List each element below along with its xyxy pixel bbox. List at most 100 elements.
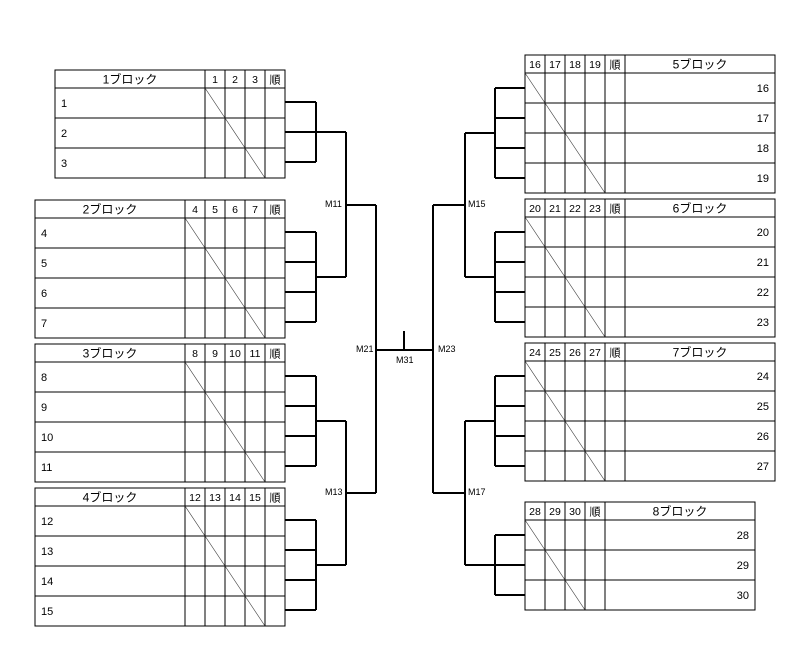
column-header-number: 21	[549, 203, 561, 215]
rank-header: 順	[270, 204, 281, 217]
diagonal-slash	[224, 277, 246, 309]
diagonal-slash	[184, 361, 206, 393]
column-header-number: 8	[192, 348, 198, 360]
rank-header: 順	[270, 348, 281, 361]
match-labels: M11 M13 M21 M31 M23 M15 M17	[325, 199, 486, 497]
block-title: 5ブロック	[673, 57, 728, 72]
diagonal-slash	[244, 307, 266, 339]
column-header-number: 10	[229, 348, 241, 360]
column-header-number: 18	[569, 59, 581, 71]
column-header-number: 6	[232, 204, 238, 216]
diagonal-slash	[544, 246, 566, 278]
diagonal-slash	[184, 217, 206, 249]
diagonal-slash	[564, 132, 586, 164]
player-label: 5	[41, 258, 47, 270]
column-header-number: 7	[252, 204, 258, 216]
block-frame	[524, 54, 776, 194]
player-label: 9	[41, 402, 47, 414]
diagonal-slash	[244, 595, 266, 627]
rank-header: 順	[270, 74, 281, 87]
diagonal-slash	[564, 420, 586, 452]
match-label-m21: M21	[356, 344, 374, 354]
player-label: 21	[757, 257, 769, 269]
block-frame	[34, 487, 286, 627]
block-title: 6ブロック	[673, 201, 728, 216]
diagonal-slash	[524, 72, 546, 104]
column-header-number: 3	[252, 74, 258, 86]
diagonal-slash	[584, 450, 606, 482]
diagonal-slash	[224, 565, 246, 597]
diagonal-slash	[544, 549, 566, 581]
column-header-number: 27	[589, 347, 601, 359]
player-label: 18	[757, 143, 769, 155]
match-label-m15: M15	[468, 199, 486, 209]
column-header-number: 11	[250, 348, 261, 360]
diagonal-slash	[584, 162, 606, 194]
block-frame	[524, 342, 776, 482]
player-label: 3	[61, 158, 67, 170]
player-label: 12	[41, 516, 53, 528]
block-frame	[524, 198, 776, 338]
diagonal-slash	[564, 276, 586, 308]
rank-header: 順	[610, 347, 621, 360]
match-label-m31: M31	[396, 355, 414, 365]
diagonal-slash	[224, 117, 246, 149]
player-label: 14	[41, 576, 53, 588]
bracket-lines	[285, 87, 525, 611]
block-frame	[34, 199, 286, 339]
column-header-number: 9	[212, 348, 218, 360]
diagonal-slash	[204, 535, 226, 567]
match-label-m23: M23	[438, 344, 456, 354]
player-label: 23	[757, 317, 769, 329]
block-title: 1ブロック	[103, 72, 158, 87]
column-header-number: 25	[549, 347, 561, 359]
player-label: 2	[61, 128, 67, 140]
column-header-number: 16	[529, 59, 541, 71]
column-header-number: 15	[249, 492, 261, 504]
player-label: 4	[41, 228, 47, 240]
column-header-number: 26	[569, 347, 581, 359]
diagonal-slash	[564, 579, 586, 611]
player-label: 8	[41, 372, 47, 384]
column-header-number: 13	[209, 492, 221, 504]
diagonal-slash	[204, 391, 226, 423]
match-label-m11: M11	[325, 199, 342, 209]
block-frame	[524, 501, 756, 611]
diagonal-slash	[544, 102, 566, 134]
player-label: 16	[757, 83, 769, 95]
match-label-m13: M13	[325, 487, 343, 497]
diagonal-slash	[524, 216, 546, 248]
rank-header: 順	[270, 492, 281, 505]
player-label: 27	[757, 461, 769, 473]
column-header-number: 20	[529, 203, 541, 215]
player-label: 24	[757, 371, 769, 383]
player-label: 17	[757, 113, 769, 125]
column-header-number: 2	[232, 74, 238, 86]
column-header-number: 29	[549, 506, 561, 518]
column-header-number: 12	[189, 492, 201, 504]
column-header-number: 19	[589, 59, 601, 71]
player-label: 6	[41, 288, 47, 300]
column-header-number: 28	[529, 506, 541, 518]
column-header-number: 5	[212, 204, 218, 216]
block-frame	[54, 69, 286, 179]
diagonal-slash	[244, 147, 266, 179]
column-header-number: 24	[529, 347, 541, 359]
diagonal-slash	[584, 306, 606, 338]
player-label: 28	[737, 530, 749, 542]
block-frame	[34, 343, 286, 483]
block-title: 4ブロック	[83, 490, 138, 505]
player-label: 20	[757, 227, 769, 239]
player-label: 10	[41, 432, 53, 444]
column-header-number: 17	[549, 59, 561, 71]
player-label: 15	[41, 606, 53, 618]
